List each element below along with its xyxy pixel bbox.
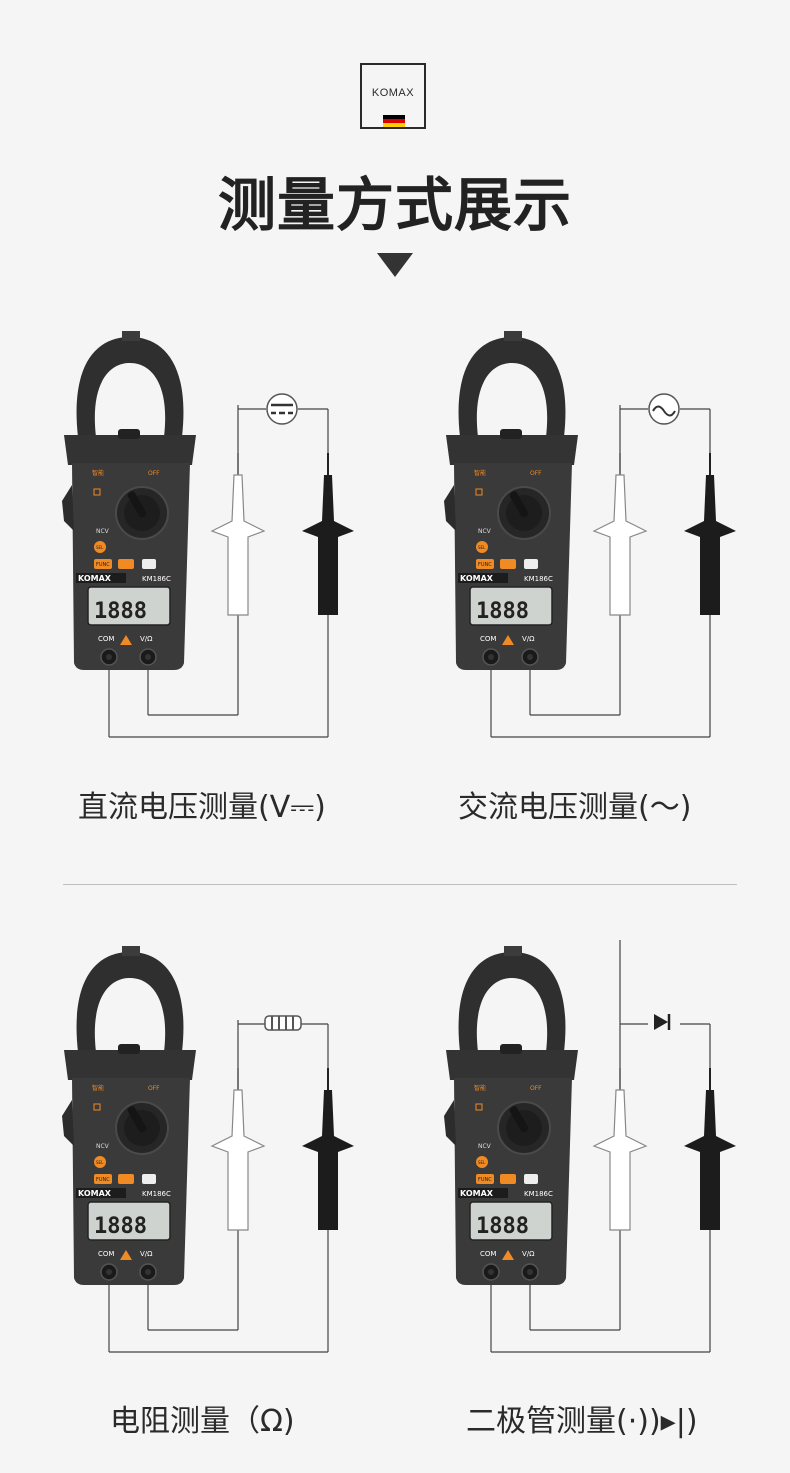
meter-brand: KOMAX bbox=[460, 1189, 494, 1198]
caption-diode: 二极管测量(·))▸|) bbox=[466, 1404, 698, 1439]
test-wires bbox=[490, 405, 711, 738]
svg-text:SEL: SEL bbox=[96, 545, 104, 550]
ac-symbol-icon bbox=[648, 393, 680, 425]
meter-brand: KOMAX bbox=[78, 574, 112, 583]
v-ohm-label: V/Ω bbox=[522, 635, 535, 643]
resistor-icon bbox=[264, 1015, 302, 1031]
diode-icon bbox=[654, 1014, 671, 1030]
svg-text:智能: 智能 bbox=[92, 1084, 104, 1092]
clamp-meter: 智能 OFF NCV SEL FUNC KOMAX KM186C 1888 CO… bbox=[62, 946, 196, 1285]
clamp-meter: 智能 OFF NCV SEL FUNC KOMAX KM186C 1888 CO… bbox=[62, 331, 196, 670]
meter-model: KM186C bbox=[524, 575, 553, 583]
svg-text:FUNC: FUNC bbox=[478, 1177, 492, 1183]
black-probe bbox=[684, 453, 736, 615]
arrow-down-icon bbox=[377, 253, 413, 277]
panel-resistance: 智能 OFF NCV SEL FUNC KOMAX KM186C 1888 CO… bbox=[60, 940, 400, 1390]
caption-ac-voltage: 交流电压测量(～) bbox=[458, 790, 692, 825]
svg-text:智能: 智能 bbox=[92, 469, 104, 477]
panel-diode: 智能 OFF NCV SEL FUNC KOMAX KM186C 1888 CO… bbox=[442, 940, 782, 1390]
black-probe bbox=[684, 1068, 736, 1230]
white-probe bbox=[210, 453, 266, 616]
meter-brand: KOMAX bbox=[460, 574, 494, 583]
com-label: COM bbox=[98, 635, 114, 643]
page-title: 测量方式展示 bbox=[217, 171, 572, 239]
com-label: COM bbox=[98, 1250, 114, 1258]
v-ohm-label: V/Ω bbox=[140, 1250, 153, 1258]
white-probe bbox=[592, 453, 648, 616]
black-probe bbox=[302, 453, 354, 615]
test-wires bbox=[108, 1020, 329, 1353]
clamp-meter: 智能 OFF NCV SEL FUNC KOMAX KM186C 1888 CO… bbox=[444, 331, 578, 670]
lcd-readout: 1888 bbox=[94, 1214, 147, 1239]
svg-text:SEL: SEL bbox=[478, 1160, 486, 1165]
caption-resistance: 电阻测量（Ω) bbox=[110, 1404, 295, 1439]
v-ohm-label: V/Ω bbox=[140, 635, 153, 643]
com-label: COM bbox=[480, 635, 496, 643]
meter-brand: KOMAX bbox=[78, 1189, 112, 1198]
svg-text:智能: 智能 bbox=[474, 1084, 486, 1092]
lcd-readout: 1888 bbox=[476, 599, 529, 624]
white-probe bbox=[592, 1068, 648, 1231]
off-label: OFF bbox=[530, 1085, 542, 1092]
ncv-label: NCV bbox=[478, 528, 492, 535]
ncv-label: NCV bbox=[478, 1143, 492, 1150]
caption-dc-voltage: 直流电压测量(V⎓) bbox=[78, 790, 326, 825]
svg-text:FUNC: FUNC bbox=[478, 562, 492, 568]
off-label: OFF bbox=[148, 470, 160, 477]
lcd-readout: 1888 bbox=[476, 1214, 529, 1239]
meter-model: KM186C bbox=[524, 1190, 553, 1198]
svg-text:FUNC: FUNC bbox=[96, 562, 110, 568]
svg-text:智能: 智能 bbox=[474, 469, 486, 477]
dc-symbol-icon bbox=[266, 393, 298, 425]
meter-model: KM186C bbox=[142, 1190, 171, 1198]
lcd-readout: 1888 bbox=[94, 599, 147, 624]
black-probe bbox=[302, 1068, 354, 1230]
brand-logo: KOMAX bbox=[360, 63, 426, 129]
svg-text:SEL: SEL bbox=[478, 545, 486, 550]
svg-text:SEL: SEL bbox=[96, 1160, 104, 1165]
section-divider bbox=[63, 884, 737, 885]
ncv-label: NCV bbox=[96, 528, 110, 535]
clamp-meter: 智能 OFF NCV SEL FUNC KOMAX KM186C 1888 CO… bbox=[444, 946, 578, 1285]
com-label: COM bbox=[480, 1250, 496, 1258]
german-flag-icon bbox=[383, 115, 405, 127]
logo-text: KOMAX bbox=[371, 87, 415, 99]
v-ohm-label: V/Ω bbox=[522, 1250, 535, 1258]
off-label: OFF bbox=[148, 1085, 160, 1092]
off-label: OFF bbox=[530, 470, 542, 477]
panel-dc-voltage: 智能 OFF NCV SEL FUNC KOMAX KM186C 1888 CO… bbox=[60, 325, 400, 775]
test-wires bbox=[490, 940, 711, 1353]
test-wires bbox=[108, 405, 329, 738]
meter-model: KM186C bbox=[142, 575, 171, 583]
panel-ac-voltage: 智能 OFF NCV SEL FUNC KOMAX KM186C 1888 CO… bbox=[442, 325, 782, 775]
white-probe bbox=[210, 1068, 266, 1231]
ncv-label: NCV bbox=[96, 1143, 110, 1150]
svg-text:FUNC: FUNC bbox=[96, 1177, 110, 1183]
